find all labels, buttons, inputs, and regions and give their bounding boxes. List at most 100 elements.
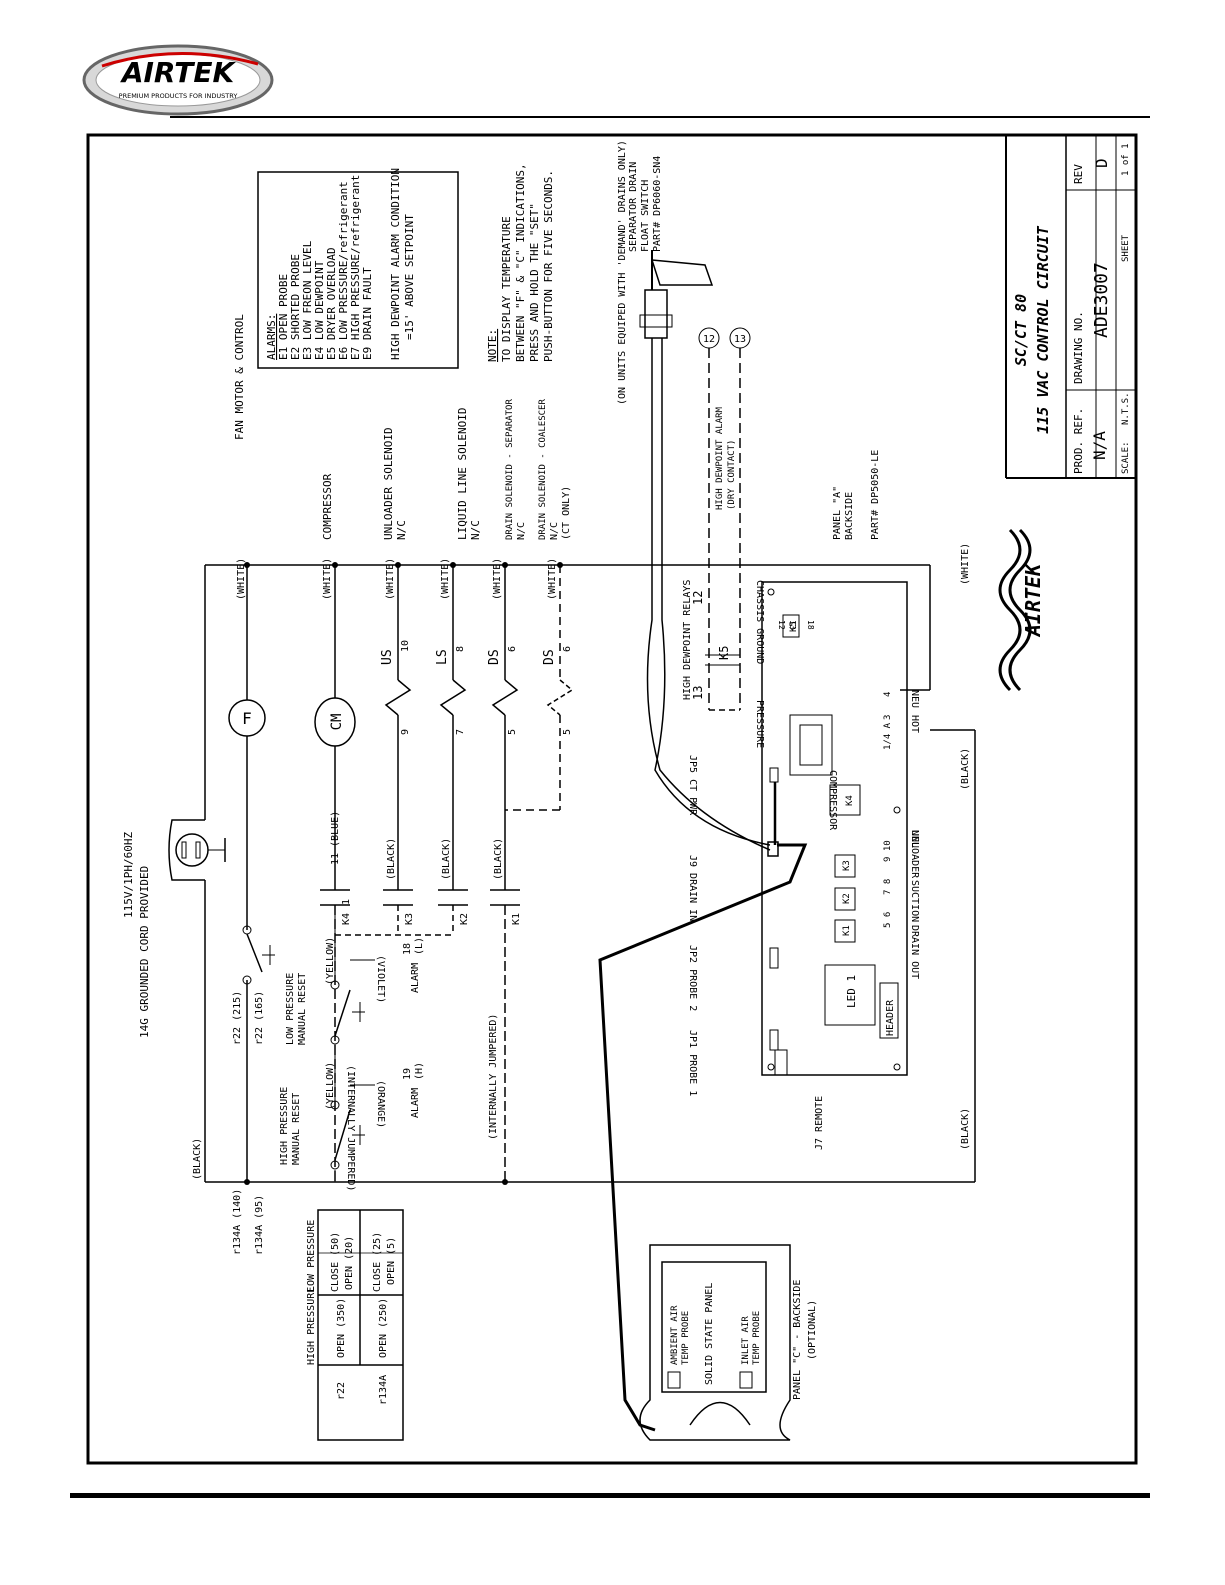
svg-text:SEPARATOR DRAIN: SEPARATOR DRAIN bbox=[628, 162, 639, 252]
compressor-rung: CM (WHITE) 11 (BLUE) COMPRESSOR bbox=[314, 473, 356, 890]
svg-text:(INTERNALLY JUMPERED): (INTERNALLY JUMPERED) bbox=[345, 1065, 356, 1191]
dewpoint-relay: 12 13 HIGH DEWPOINT RELAYS 13 12 K5 HIGH… bbox=[682, 327, 751, 711]
svg-text:E6 LOW PRESSURE/refrigerant: E6 LOW PRESSURE/refrigerant bbox=[337, 181, 350, 360]
svg-text:ALARM: ALARM bbox=[410, 1088, 421, 1118]
svg-text:r134A: r134A bbox=[378, 1375, 389, 1405]
svg-text:E5 DRYER OVERLOAD: E5 DRYER OVERLOAD bbox=[325, 247, 338, 360]
svg-text:K1: K1 bbox=[842, 925, 852, 936]
float-icon bbox=[650, 259, 714, 286]
svg-text:JP5 CT PWR: JP5 CT PWR bbox=[687, 755, 698, 816]
unloader-rung: (WHITE) US 10 9 (BLACK) UNLOADER SOLENOI… bbox=[380, 427, 412, 890]
svg-text:OPEN (20): OPEN (20) bbox=[344, 1236, 355, 1290]
svg-text:(INTERNALLY JUMPERED): (INTERNALLY JUMPERED) bbox=[488, 1014, 499, 1140]
svg-text:DS: DS bbox=[542, 649, 557, 665]
logo-text: AIRTEK bbox=[120, 56, 237, 89]
svg-text:MANUAL RESET: MANUAL RESET bbox=[291, 1093, 302, 1165]
tb-scale: N.T.S. bbox=[1121, 392, 1131, 425]
svg-text:(H): (H) bbox=[414, 1062, 425, 1080]
svg-text:(ORANGE): (ORANGE) bbox=[375, 1080, 386, 1128]
svg-text:E2 SHORTED PROBE: E2 SHORTED PROBE bbox=[289, 254, 302, 360]
svg-text:K2: K2 bbox=[459, 913, 470, 925]
tb-title: 115 VAC CONTROL CIRCUIT bbox=[1034, 225, 1052, 434]
tb-model: SC/CT 80 bbox=[1012, 294, 1030, 366]
drain-separator-rung: (WHITE) DS 6 5 (BLACK) DRAIN SOLENOID - … bbox=[487, 399, 527, 890]
svg-text:PART# DP6060-SN4: PART# DP6060-SN4 bbox=[652, 156, 663, 252]
svg-text:9 10: 9 10 bbox=[883, 840, 893, 862]
svg-text:5: 5 bbox=[507, 729, 518, 735]
drain-coalescer-coil-icon bbox=[546, 679, 574, 716]
svg-text:JP2 PROBE 2: JP2 PROBE 2 bbox=[687, 945, 698, 1011]
svg-text:J9 DRAIN IN: J9 DRAIN IN bbox=[687, 855, 698, 921]
tb-rev: D bbox=[1092, 158, 1111, 168]
svg-text:4: 4 bbox=[883, 692, 893, 697]
svg-text:K5: K5 bbox=[789, 621, 799, 632]
svg-text:18: 18 bbox=[806, 620, 815, 630]
relay-contacts: K4 1 K3 K2 K1 (INTERNALLY JUMPERED) (INT… bbox=[320, 889, 522, 1191]
svg-text:LS: LS bbox=[435, 649, 450, 665]
tb-rev-label: REV bbox=[1072, 164, 1085, 184]
svg-text:MANUAL RESET: MANUAL RESET bbox=[297, 973, 308, 1045]
svg-text:3: 3 bbox=[883, 715, 893, 720]
svg-text:E9 DRAIN FAULT: E9 DRAIN FAULT bbox=[361, 267, 374, 360]
svg-text:(WHITE): (WHITE) bbox=[236, 558, 247, 600]
airtek-mark: AIRTEK bbox=[998, 528, 1045, 692]
svg-text:(WHITE): (WHITE) bbox=[440, 558, 451, 600]
svg-text:(VIOLET): (VIOLET) bbox=[375, 955, 386, 1003]
tb-drawingno-label: DRAWING NO. bbox=[1072, 311, 1085, 384]
tb-prodref-label: PROD. REF. bbox=[1072, 408, 1085, 474]
svg-text:(ON UNITS EQUIPED WITH 'DEMAND: (ON UNITS EQUIPED WITH 'DEMAND' DRAINS O… bbox=[617, 140, 628, 405]
drain-coalescer-rung: (WHITE) DS 6 5 DRAIN SOLENOID - COALESCE… bbox=[505, 399, 574, 811]
svg-text:LED 1: LED 1 bbox=[845, 975, 858, 1008]
power-label: 115V/1PH/60HZ 14G GROUNDED CORD PROVIDED bbox=[122, 832, 151, 1038]
svg-text:K3: K3 bbox=[404, 913, 415, 925]
alarms-title: ALARMS: bbox=[265, 314, 278, 360]
svg-text:K4: K4 bbox=[845, 795, 855, 806]
svg-text:HIGH PRESSURE: HIGH PRESSURE bbox=[279, 1087, 290, 1165]
svg-text:13: 13 bbox=[788, 620, 797, 630]
svg-text:HOT: HOT bbox=[909, 715, 920, 733]
svg-text:r22 (215): r22 (215) bbox=[232, 991, 243, 1045]
drain-coalescer-label: DRAIN SOLENOID - COALESCER bbox=[538, 399, 548, 540]
svg-text:K5: K5 bbox=[717, 646, 731, 660]
svg-text:AMBIENT AIR: AMBIENT AIR bbox=[670, 1305, 680, 1365]
svg-text:10: 10 bbox=[400, 640, 411, 652]
svg-text:5 6: 5 6 bbox=[883, 912, 893, 928]
tb-scale-label: SCALE: bbox=[1121, 441, 1131, 474]
svg-text:PRESS AND HOLD THE "SET": PRESS AND HOLD THE "SET" bbox=[528, 203, 541, 362]
svg-text:(CT ONLY): (CT ONLY) bbox=[561, 486, 572, 540]
svg-text:11 (BLUE): 11 (BLUE) bbox=[330, 811, 341, 865]
svg-text:NOTE:: NOTE: bbox=[486, 329, 499, 362]
svg-text:K1: K1 bbox=[511, 913, 522, 925]
note-text: NOTE: TO DISPLAY TEMPERATURE BETWEEN "F"… bbox=[486, 163, 555, 362]
svg-text:NEU: NEU bbox=[909, 690, 920, 708]
svg-text:(WHITE): (WHITE) bbox=[322, 558, 333, 600]
svg-text:ALARM: ALARM bbox=[410, 963, 421, 993]
svg-text:K4: K4 bbox=[341, 913, 352, 925]
alarms-box bbox=[257, 171, 459, 369]
svg-text:(WHITE): (WHITE) bbox=[492, 558, 503, 600]
svg-text:HEADER: HEADER bbox=[885, 999, 896, 1036]
pressure-table: HIGH PRESSURE LOW PRESSURE r22 r134A OPE… bbox=[306, 1209, 404, 1441]
svg-text:OPEN (250): OPEN (250) bbox=[378, 1298, 389, 1358]
alarms-text: ALARMS: E1 OPEN PROBE E2 SHORTED PROBE E… bbox=[265, 168, 416, 360]
svg-text:PRESSURE: PRESSURE bbox=[754, 700, 765, 748]
liquid-line-coil-icon bbox=[439, 679, 467, 716]
svg-text:N/C: N/C bbox=[516, 522, 527, 540]
svg-text:N/C: N/C bbox=[549, 522, 560, 540]
svg-text:K2: K2 bbox=[842, 893, 852, 904]
svg-text:HIGH DEWPOINT ALARM: HIGH DEWPOINT ALARM bbox=[715, 406, 725, 510]
svg-text:OPEN (5): OPEN (5) bbox=[386, 1237, 397, 1285]
tb-sheet-label: SHEET bbox=[1121, 234, 1131, 262]
svg-text:(DRY CONTACT): (DRY CONTACT) bbox=[727, 440, 737, 510]
svg-text:TEMP PROBE: TEMP PROBE bbox=[681, 1311, 691, 1365]
svg-text:r134A (140): r134A (140) bbox=[232, 1189, 243, 1255]
svg-text:CM: CM bbox=[329, 714, 345, 731]
svg-text:(WHITE): (WHITE) bbox=[547, 558, 558, 600]
drain-separator-label: DRAIN SOLENOID - SEPARATOR bbox=[505, 399, 515, 540]
panel-a: PANEL "A" BACKSIDE PART# DP5050-LE bbox=[832, 450, 881, 540]
svg-text:F: F bbox=[242, 709, 252, 728]
svg-text:(BLACK): (BLACK) bbox=[441, 838, 452, 880]
svg-text:14G GROUNDED CORD PROVIDED: 14G GROUNDED CORD PROVIDED bbox=[138, 866, 151, 1038]
svg-text:6: 6 bbox=[507, 646, 518, 652]
svg-text:TEMP PROBE: TEMP PROBE bbox=[752, 1311, 762, 1365]
